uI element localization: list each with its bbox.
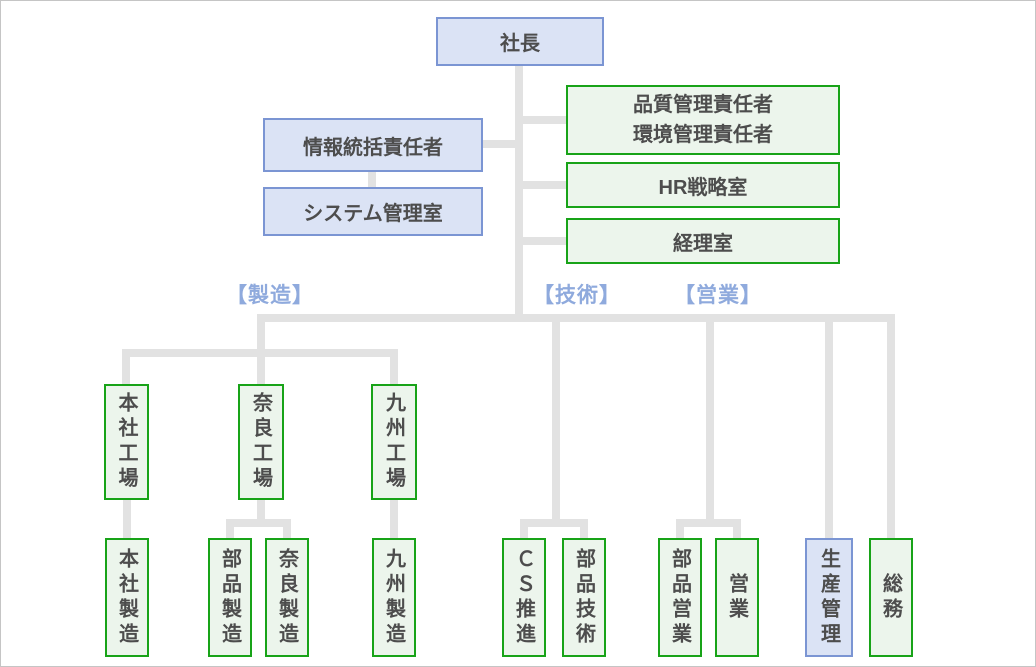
node-honsha-manufacturing: 本社製造 (105, 538, 149, 657)
node-honsha-factory: 本社工場 (104, 384, 149, 500)
connector-tech-drop (552, 322, 560, 519)
connector-cs-drop (520, 527, 528, 538)
connector-production-drop (825, 322, 833, 538)
connector-nara-stub (257, 500, 265, 519)
node-accounting-office: 経理室 (566, 218, 840, 264)
group-label-manufacturing: 【製造】 (226, 284, 314, 307)
connector-accounting-branch (523, 237, 566, 245)
node-kyushu-factory: 九州工場 (371, 384, 417, 500)
node-cs-promotion: ＣＳ推進 (502, 538, 546, 657)
connector-quality-branch (523, 116, 566, 124)
connector-info-system-stub (368, 172, 376, 187)
connector-honsha-line (123, 500, 131, 538)
connector-honsha-factory-drop (122, 357, 130, 384)
node-hr-strategy-office: HR戦略室 (566, 162, 840, 208)
connector-info-officer-branch (483, 140, 515, 148)
node-parts-technology: 部品技術 (562, 538, 606, 657)
connector-sales-dept-drop (733, 527, 741, 538)
node-kyushu-manufacturing: 九州製造 (372, 538, 416, 657)
node-president: 社長 (436, 17, 604, 66)
node-info-officer: 情報統括責任者 (263, 118, 483, 172)
connector-parts-tech-drop (580, 527, 588, 538)
connector-nara-bar (226, 519, 291, 527)
connector-nara-mfg-drop (283, 527, 291, 538)
node-parts-sales: 部品営業 (658, 538, 702, 657)
group-label-sales: 【営業】 (674, 284, 762, 307)
group-label-technology: 【技術】 (533, 284, 621, 307)
connector-mfg-drop (257, 322, 265, 349)
connector-kyushu-line (390, 500, 398, 538)
connector-parts-sales-drop (676, 527, 684, 538)
connector-main-rail (257, 314, 895, 322)
connector-mfg-bar (122, 349, 398, 357)
connector-president-trunk (515, 66, 523, 314)
connector-nara-factory-drop (257, 357, 265, 384)
node-production-control: 生産管理 (805, 538, 853, 657)
connector-tech-bar (520, 519, 588, 527)
node-general-affairs: 総務 (869, 538, 913, 657)
connector-hr-branch (523, 181, 566, 189)
node-quality-env-manager: 品質管理責任者 環境管理責任者 (566, 85, 840, 155)
connector-general-affairs-drop (887, 322, 895, 538)
connector-kyushu-factory-drop (390, 357, 398, 384)
node-parts-manufacturing: 部品製造 (208, 538, 252, 657)
node-sales: 営業 (715, 538, 759, 657)
node-system-office: システム管理室 (263, 187, 483, 236)
connector-parts-mfg-drop (226, 527, 234, 538)
connector-sales-bar (676, 519, 741, 527)
node-nara-manufacturing: 奈良製造 (265, 538, 309, 657)
connector-sales-drop (706, 322, 714, 519)
node-nara-factory: 奈良工場 (238, 384, 284, 500)
